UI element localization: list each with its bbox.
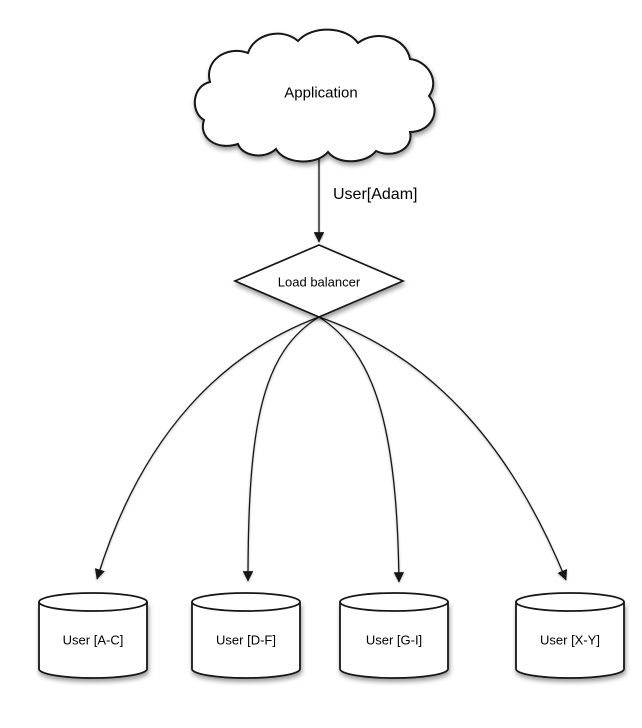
application-cloud-shape bbox=[194, 28, 436, 163]
cylinder-body bbox=[38, 602, 148, 679]
arrow-loadbalancer-to-shard-3 bbox=[318, 316, 405, 583]
cylinder-top bbox=[515, 592, 625, 612]
application-label: Application bbox=[284, 84, 358, 102]
arrow-loadbalancer-to-shard-2 bbox=[242, 316, 320, 582]
shard-label-4: User [X-Y] bbox=[540, 632, 600, 648]
edge-layer bbox=[94, 150, 568, 583]
shard-label-1: User [A-C] bbox=[62, 632, 124, 648]
load-balancer-diamond-shape bbox=[232, 244, 406, 318]
shard-cylinder-1 bbox=[38, 592, 148, 679]
shard-cylinder-4 bbox=[515, 592, 625, 679]
cylinder-top bbox=[191, 592, 301, 612]
shard-label-2: User [D-F] bbox=[216, 632, 276, 648]
cylinder-body bbox=[191, 602, 301, 679]
cylinder-top bbox=[339, 592, 449, 612]
shard-cylinder-3 bbox=[339, 592, 449, 679]
shard-cylinder-2 bbox=[191, 592, 301, 679]
edge-label-user-adam: User[Adam] bbox=[333, 186, 418, 203]
cylinder-body bbox=[515, 602, 625, 679]
shard-label-3: User [G-I] bbox=[365, 632, 423, 648]
cylinder-body bbox=[339, 602, 449, 679]
arrow-loadbalancer-to-shard-1 bbox=[94, 316, 320, 580]
cylinder-top bbox=[38, 592, 148, 612]
arrow-loadbalancer-to-shard-4 bbox=[318, 316, 568, 581]
load-balancer-label: Load balancer bbox=[277, 274, 361, 290]
